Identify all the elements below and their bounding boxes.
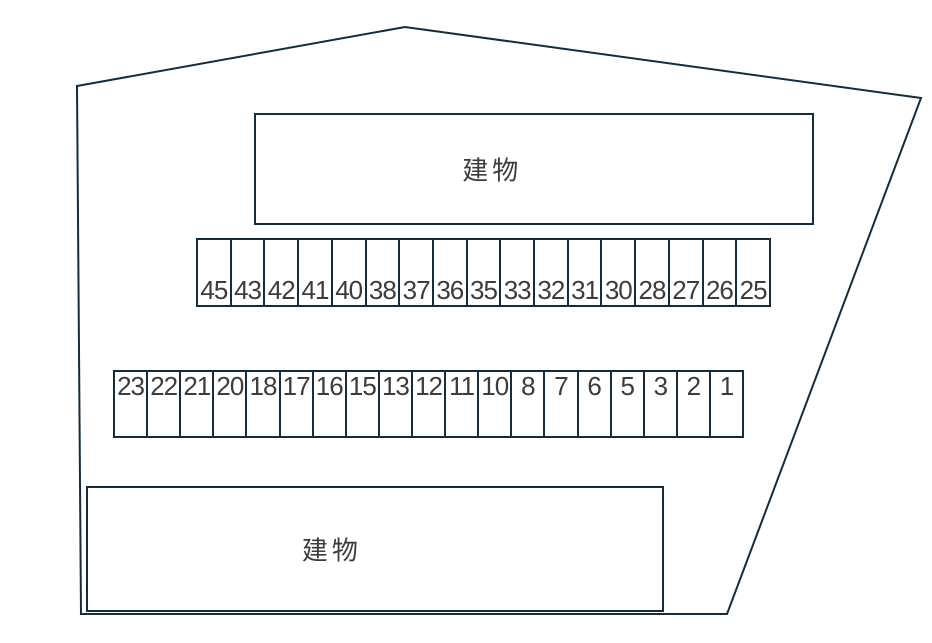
parking-spot: 23 [113, 370, 149, 438]
parking-spot-number: 32 [537, 274, 565, 305]
parking-spot-number: 11 [449, 371, 475, 401]
parking-spot: 17 [278, 370, 314, 438]
parking-spot-number: 3 [653, 371, 669, 401]
parking-spot-number: 6 [587, 371, 602, 401]
parking-spot: 15 [344, 370, 380, 438]
building-bottom-label: 建物 [301, 535, 362, 566]
parking-spot-number: 35 [470, 274, 498, 305]
parking-spot: 30 [600, 238, 637, 307]
parking-spot-number: 15 [348, 371, 377, 401]
parking-spot: 27 [667, 238, 704, 307]
parking-spot-number: 45 [200, 274, 228, 305]
parking-spot: 37 [398, 238, 434, 307]
parking-spot-number: 8 [521, 371, 536, 401]
parking-spot-number: 26 [705, 274, 734, 305]
parking-spot: 6 [576, 370, 612, 438]
parking-spot: 8 [510, 370, 546, 438]
parking-spot-number: 27 [672, 274, 700, 305]
parking-spot-number: 7 [554, 371, 569, 401]
parking-spot-number: 38 [368, 274, 397, 305]
parking-spot: 45 [196, 238, 232, 307]
parking-spot: 21 [179, 370, 215, 438]
parking-spot: 42 [263, 238, 300, 307]
building-top-label: 建物 [462, 155, 523, 186]
parking-spot: 2 [675, 370, 711, 438]
parking-spot-number: 40 [335, 274, 363, 305]
parking-spot: 26 [701, 238, 738, 307]
parking-spot: 38 [364, 238, 401, 307]
parking-spot-number: 31 [571, 274, 599, 305]
parking-spot: 20 [212, 370, 248, 438]
parking-spot: 31 [566, 238, 603, 307]
parking-spot-number: 25 [739, 274, 768, 305]
parking-spot-number: 22 [150, 371, 178, 401]
parking-spot-number: 37 [402, 274, 431, 305]
parking-spot-number: 13 [381, 371, 410, 401]
parking-spot: 41 [297, 238, 333, 307]
parking-spot: 32 [533, 238, 569, 307]
parking-spot-number: 16 [315, 371, 344, 401]
property-boundary-outline [75, 25, 923, 615]
parking-spot: 10 [477, 370, 513, 438]
parking-spot-number: 43 [234, 274, 262, 305]
parking-spot: 18 [245, 370, 281, 438]
parking-spot: 28 [634, 238, 670, 307]
parking-spot: 36 [431, 238, 468, 307]
parking-spot: 40 [330, 238, 367, 307]
parking-spot-number: 23 [117, 371, 145, 401]
parking-spot-number: 1 [719, 371, 735, 401]
parking-spot-number: 33 [503, 274, 532, 305]
parking-spot-number: 42 [267, 274, 296, 305]
parking-spot-number: 21 [183, 371, 211, 401]
parking-spot-number: 41 [301, 274, 330, 305]
parking-spot-number: 36 [436, 274, 464, 305]
parking-spot: 22 [146, 370, 182, 438]
parking-spot-number: 17 [282, 371, 311, 401]
parking-spot: 7 [543, 370, 579, 438]
parking-spot-number: 5 [620, 371, 635, 401]
parking-spot: 12 [410, 370, 447, 438]
parking-spot: 1 [708, 370, 745, 438]
parking-spot-number: 2 [686, 371, 702, 401]
parking-spot: 35 [465, 238, 502, 307]
parking-spot-number: 10 [481, 371, 509, 401]
building-bottom: 建物 [86, 486, 664, 612]
parking-spot: 16 [311, 370, 347, 438]
parking-spot: 33 [499, 238, 536, 307]
parking-spot-number: 12 [415, 371, 443, 401]
building-top: 建物 [254, 113, 814, 225]
parking-spot: 5 [609, 370, 645, 438]
parking-spot-number: 28 [638, 274, 667, 305]
parking-spot: 25 [735, 238, 771, 307]
parking-spot-number: 20 [216, 371, 244, 401]
parking-spot: 11 [444, 370, 480, 438]
parking-spot: 3 [642, 370, 678, 438]
parking-spot-number: 30 [604, 274, 633, 305]
parking-spot-number: 18 [249, 371, 278, 401]
parking-spot: 13 [377, 370, 413, 438]
parking-spot: 43 [229, 238, 266, 307]
